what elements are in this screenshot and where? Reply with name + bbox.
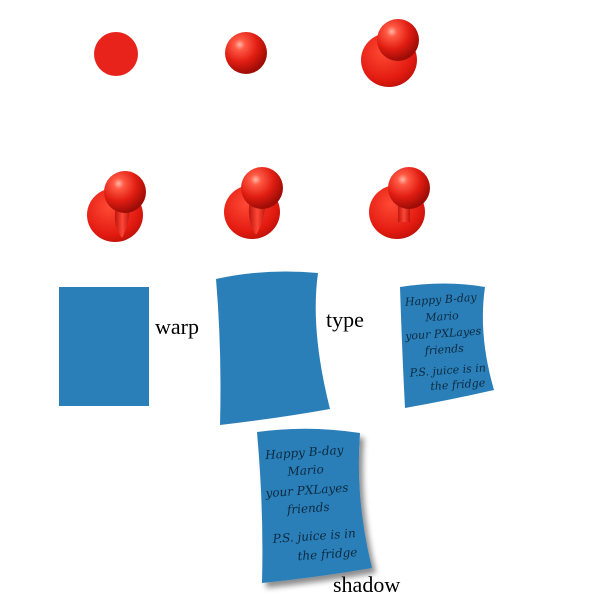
note-large-line-3: your PXLayes	[264, 481, 349, 501]
pin-assembled-2	[224, 167, 283, 239]
note-step-typed: Happy B-day Mario your PXLayes friends P…	[400, 283, 494, 408]
pin-assembled-1	[87, 171, 146, 242]
note-large-line-1: Happy B-day	[264, 443, 344, 463]
pin-step-shaded-head	[225, 32, 267, 74]
note-large-line-2: Mario	[286, 462, 324, 479]
step-label-type: type	[326, 307, 364, 332]
note-large-text: Happy B-day Mario your PXLayes friends P…	[264, 443, 358, 563]
note-small-line-3: your PXLayes	[404, 325, 482, 343]
note-large-line-6: the fridge	[297, 545, 358, 563]
note-small-line-4: friends	[423, 342, 464, 358]
note-large-line-4: friends	[285, 500, 330, 517]
note-small-line-6: the fridge	[430, 376, 486, 393]
pin-step-head-with-base	[361, 19, 419, 87]
note-small-line-1: Happy B-day	[404, 291, 478, 309]
note-large-line-5: P.S. juice is in	[271, 526, 356, 546]
note-step-warped	[216, 271, 330, 425]
note-step-shadowed	[257, 428, 372, 583]
step-label-shadow: shadow	[333, 572, 400, 597]
note-small-line-5: P.S. juice is in	[408, 361, 486, 379]
step-label-warp: warp	[155, 314, 199, 339]
note-small-line-2: Mario	[424, 309, 459, 324]
pin-assembled-3	[369, 167, 430, 239]
pin-step-flat-circle	[94, 32, 138, 76]
note-step-flat	[59, 287, 149, 406]
